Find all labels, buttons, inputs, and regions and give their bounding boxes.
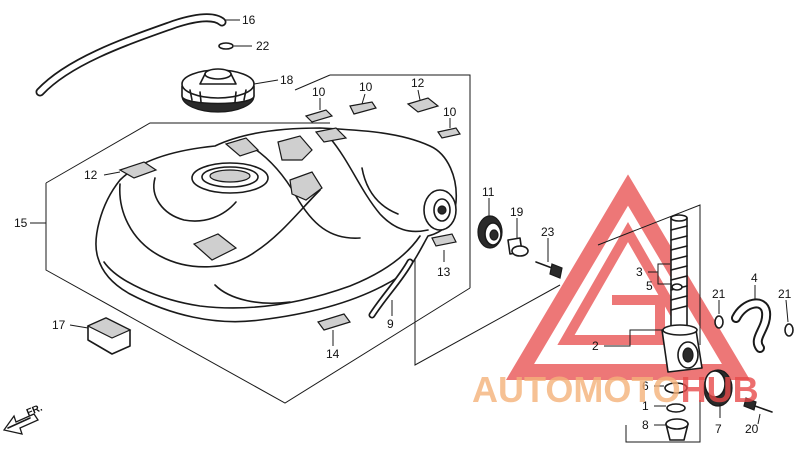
tank-cushion-14 [317,313,351,331]
tank-cushion-12-b [118,161,158,179]
callout-22: 22 [256,39,270,53]
tank-cushion-10-b [349,101,377,115]
callout-23: 23 [541,225,555,239]
callout-5: 5 [646,279,653,293]
mount-bolt [535,261,563,279]
hose-clip-21-b [784,323,794,337]
callout-3: 3 [636,265,643,279]
watermark-text: AUTOMOTOHUB [472,369,759,410]
callout-15: 15 [14,216,28,230]
front-direction-label: FR. [25,402,44,418]
callout-13: 13 [437,265,451,279]
callout-14: 14 [326,347,340,361]
callout-20: 20 [745,422,759,436]
valve-screw [743,397,773,413]
callout-11: 11 [482,185,495,199]
tank-cushion-17 [86,317,132,355]
callout-19: 19 [510,205,524,219]
tank-cushion-10-a [304,109,334,123]
leader-lines [30,19,789,426]
boundary-lines [45,74,701,443]
callout-12-a: 12 [411,76,425,90]
callout-17: 17 [52,318,66,332]
fuel-filler-cap [181,68,255,113]
hose-clip [218,42,234,50]
hose-clip-21-a [714,315,724,329]
mount-collar [507,237,529,257]
callout-4: 4 [751,271,758,285]
callout-18: 18 [280,73,294,87]
callout-10-c: 10 [443,105,457,119]
callout-10-a: 10 [312,85,326,99]
fuel-hose [731,298,772,353]
tank-cushion-10-c [437,127,461,139]
callout-10-b: 10 [359,80,373,94]
tank-tube [368,258,414,319]
callout-9: 9 [387,317,394,331]
tank-rubber-13 [431,233,457,247]
watermark-text-part2: HUB [681,369,759,410]
callout-21-a: 21 [712,287,726,301]
callout-labels: 16 22 18 10 10 12 10 12 15 11 19 23 13 9… [14,13,792,436]
watermark-logo [505,174,751,380]
callout-2: 2 [592,339,599,353]
tank-cushion-12-a [406,97,440,113]
callout-1: 1 [642,399,649,413]
watermark-text-part1: AUTOMOTO [472,369,681,410]
svg-text:AUTOMOTOHUB: AUTOMOTOHUB [472,369,759,410]
fuel-valve-assembly [661,214,703,441]
valve-cover [703,369,733,407]
fuel-tank [95,127,458,323]
mount-grommet [477,215,503,249]
callout-6: 6 [642,379,649,393]
fuel-breather-hose [35,13,227,97]
front-direction-arrow: FR. [2,402,44,435]
callout-21-b: 21 [778,287,792,301]
callout-12-b: 12 [84,168,98,182]
callout-7: 7 [715,422,722,436]
callout-16: 16 [242,13,256,27]
callout-8: 8 [642,418,649,432]
